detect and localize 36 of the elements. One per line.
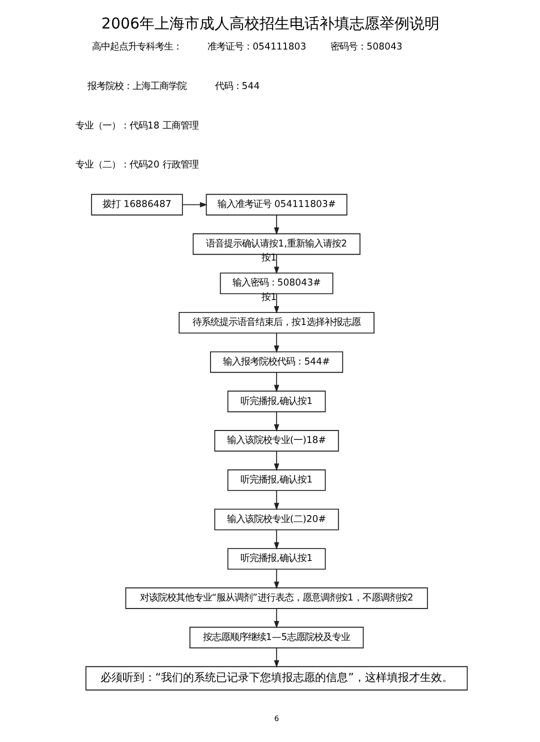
- arrow: [273, 608, 279, 628]
- label: 专业（一）：代码18 工商管理: [75, 120, 198, 132]
- label: 6: [274, 714, 278, 723]
- label: 密码号：508043: [330, 42, 402, 53]
- arrow: [273, 332, 279, 353]
- node-box: 按志愿顺序继续1—5志愿院校及专业: [188, 626, 364, 648]
- arrow: [273, 490, 279, 510]
- arrow: [273, 293, 279, 314]
- node-box: 听完播报,确认按1: [226, 390, 326, 412]
- node-box: 输入该院校专业(一)18#: [214, 430, 338, 452]
- label: 报考院校：上海工商学院: [86, 80, 186, 92]
- edge-label: 按1: [261, 252, 276, 264]
- node-box: 必须听到：“我们的系统已记录下您填报志愿的信息”，这样填报才生效。: [84, 666, 468, 690]
- node-box: 输入报考院校代码：544#: [210, 351, 343, 373]
- label: 高中起点升专科考生：: [91, 42, 182, 53]
- label: 专业（二）：代码20 行政管理: [75, 160, 198, 171]
- label: 代码：544: [214, 80, 260, 92]
- node-box: 待系统提示语音结束后，按1选择补报志愿: [178, 312, 374, 334]
- label: 准考证号：054111803: [207, 42, 306, 53]
- arrow: [273, 568, 279, 590]
- arrow: [273, 214, 279, 235]
- arrow: [273, 450, 279, 472]
- node-box: 对该院校其他专业“服从调剂”进行表态，愿意调剂按1，不愿调剂按2: [124, 587, 428, 609]
- arrow: [182, 202, 207, 208]
- arrow: [273, 529, 279, 550]
- node-box: 输入准考证号 054111803#: [205, 194, 347, 216]
- edge-label: 按1: [261, 292, 276, 304]
- arrow: [273, 372, 279, 392]
- node-box: 听完播报,确认按1: [226, 548, 326, 570]
- arrow: [273, 411, 279, 432]
- node-box: 输入该院校专业(二)20#: [214, 508, 338, 530]
- node-box: 拨打 16886487: [90, 194, 182, 216]
- arrow: [273, 647, 279, 668]
- node-box: 听完播报,确认按1: [226, 469, 326, 491]
- arrow: [273, 254, 279, 274]
- diagram-title: 2006年上海市成人高校招生电话补填志愿举例说明: [100, 14, 440, 32]
